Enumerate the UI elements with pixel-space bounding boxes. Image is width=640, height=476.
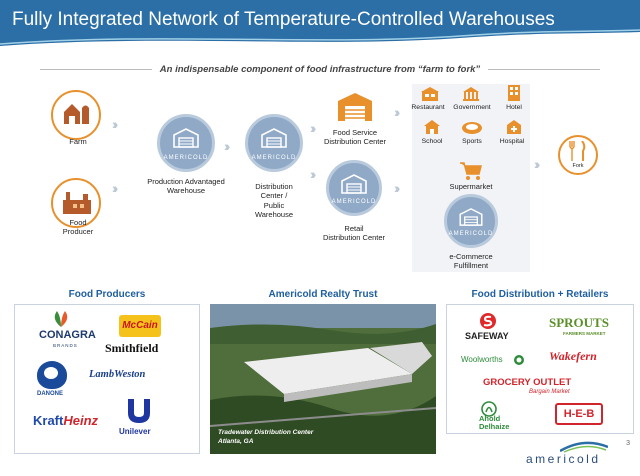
- tagline-rule-right: [488, 69, 600, 70]
- logo-ahold-delhaize: Ahold Delhaize: [479, 414, 510, 431]
- hospital-icon: [507, 120, 521, 134]
- warehouse-icon: [341, 174, 367, 194]
- retail-warehouse-circle: AMERICOLD: [326, 160, 382, 216]
- factory-icon: [63, 192, 91, 214]
- retail-label: Retail Distribution Center: [322, 224, 386, 243]
- distribution-warehouse-label: Distribution Center / Public Warehouse: [254, 182, 294, 220]
- logo-kraft-heinz: KraftHeinz: [33, 413, 99, 428]
- fork-knife-icon: [569, 141, 586, 161]
- logo-smithfield: Smithfield: [105, 341, 159, 355]
- logo-conagra: CONAGRA: [39, 329, 96, 341]
- logo-mccain: McCain: [119, 315, 161, 337]
- americold-mark: AMERICOLD: [448, 231, 494, 237]
- unilever-u-icon: [128, 399, 150, 423]
- hotel-icon: [508, 85, 520, 101]
- americold-logo: americold: [526, 452, 601, 466]
- chevron-right-icon: ››: [394, 180, 401, 196]
- warehouse-icon: [459, 207, 483, 226]
- chevron-right-icon: ››: [224, 138, 231, 154]
- americold-mark: AMERICOLD: [331, 199, 377, 205]
- warehouse-icon: [261, 128, 287, 149]
- woolworths-apple-icon: [514, 355, 524, 365]
- logo-heb: H-E-B: [555, 403, 603, 425]
- chevron-right-icon: ››: [112, 116, 119, 132]
- customer-panel: Restaurant Government Hotel School Sport…: [411, 84, 530, 272]
- realty-title: Americold Realty Trust: [268, 289, 378, 300]
- ahold-delhaize-icon: [481, 401, 497, 417]
- tagline-rule-left: [40, 69, 152, 70]
- logo-wakefern: Wakefern: [549, 349, 597, 363]
- logo-safeway: SAFEWAY: [465, 331, 509, 341]
- logo-bargain-market: Bargain Market: [529, 389, 570, 395]
- retailers-logo-panel: SAFEWAY SPROUTS FARMERS MARKET Woolworth…: [446, 304, 634, 434]
- logo-danone: DANONE: [37, 391, 64, 397]
- logo-unilever: Unilever: [119, 427, 151, 436]
- customer-government: Government: [453, 104, 491, 111]
- supermarket-label: Supermarket: [449, 182, 493, 191]
- ecommerce-warehouse-circle: AMERICOLD: [444, 194, 498, 248]
- page-number: 3: [626, 440, 630, 447]
- stadium-icon: [462, 122, 482, 134]
- production-warehouse-circle: AMERICOLD: [157, 114, 215, 172]
- customer-restaurant: Restaurant: [411, 104, 445, 111]
- farm-label: Farm: [69, 137, 87, 146]
- food-service-label: Food Service Distribution Center: [323, 128, 387, 147]
- food-producer-label: Food Producer: [62, 218, 94, 237]
- supply-chain-diagram: Farm Food Producer ›› ›› AMERICOLD Produ…: [0, 78, 640, 283]
- customer-school: School: [421, 138, 443, 145]
- danone-emblem-icon: [37, 361, 67, 389]
- logo-lambweston: LambWeston: [89, 369, 146, 380]
- production-warehouse-label: Production Advantaged Warehouse: [147, 177, 225, 196]
- americold-mark: AMERICOLD: [163, 155, 209, 161]
- producers-title: Food Producers: [68, 289, 146, 300]
- food-producer-circle: [51, 178, 101, 228]
- fork-circle: Fork: [558, 135, 598, 175]
- distribution-warehouse-circle: AMERICOLD: [245, 114, 303, 172]
- chevron-right-icon: ››: [310, 120, 317, 136]
- aerial-landscape-image: [210, 304, 436, 454]
- warehouse-aerial-photo: Tradewater Distribution Center Atlanta, …: [210, 304, 436, 454]
- slide-title: Fully Integrated Network of Temperature-…: [12, 9, 555, 30]
- logo-woolworths: Woolworths: [461, 355, 503, 364]
- barn-icon: [64, 104, 89, 124]
- photo-caption: Tradewater Distribution Center Atlanta, …: [218, 429, 314, 445]
- shopping-cart-icon: [460, 162, 482, 180]
- school-icon: [424, 120, 440, 134]
- ecommerce-label: e-Commerce Fulfillment: [449, 252, 493, 271]
- americold-mark: AMERICOLD: [251, 155, 297, 161]
- customer-sports: Sports: [462, 138, 482, 145]
- conagra-leaf-icon: [54, 311, 68, 327]
- farm-circle: [51, 90, 101, 140]
- warehouse-icon: [173, 128, 199, 149]
- slide-header: Fully Integrated Network of Temperature-…: [0, 0, 640, 46]
- logo-grocery-outlet: GROCERY OUTLET: [483, 377, 572, 388]
- chevron-right-icon: ››: [310, 166, 317, 182]
- tagline: An indispensable component of food infra…: [159, 64, 481, 75]
- producers-logo-panel: CONAGRA BRANDS McCain Smithfield DANONE …: [14, 304, 200, 454]
- logo-sprouts: SPROUTS: [549, 315, 609, 330]
- safeway-s-icon: [480, 313, 496, 329]
- logo-sprouts-sub: FARMERS MARKET: [563, 331, 606, 336]
- logo-conagra-brands: BRANDS: [53, 343, 78, 348]
- americold-swoosh-icon: [560, 441, 608, 453]
- header-wave: [0, 29, 640, 46]
- chevron-right-icon: ››: [112, 180, 119, 196]
- chevron-right-icon: ››: [534, 156, 541, 172]
- government-icon: [463, 87, 479, 101]
- restaurant-icon: [421, 87, 439, 101]
- food-service-warehouse-icon: [338, 93, 372, 121]
- customer-hospital: Hospital: [499, 138, 525, 145]
- customer-hotel: Hotel: [506, 104, 522, 111]
- chevron-right-icon: ››: [394, 104, 401, 120]
- retailers-title: Food Distribution + Retailers: [471, 289, 609, 300]
- fork-label: Fork: [572, 163, 584, 169]
